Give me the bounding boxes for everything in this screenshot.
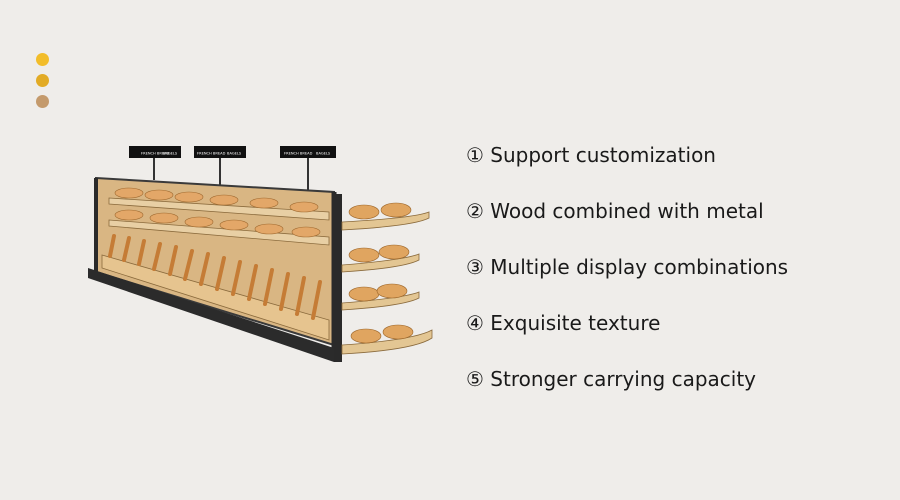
sign-text: FRENCH BREAD (141, 152, 170, 156)
yellow-dot (36, 53, 49, 66)
sign-text: BAGELS (163, 152, 178, 156)
feature-list: ① Support customization ② Wood combined … (466, 140, 788, 420)
end-cap (334, 194, 433, 362)
feature-item: ④ Exquisite texture (466, 311, 661, 335)
sign-text: BAGELS (316, 152, 331, 156)
hanging-signs: FRENCH BREAD BAGELS FRENCH BREAD BAGELS … (129, 146, 336, 190)
bread-row-middle (114, 209, 321, 238)
middle-shelf (108, 219, 330, 246)
sign-text: BAGELS (227, 152, 242, 156)
sign-text: FRENCH BREAD (197, 152, 226, 156)
tan-dot (36, 95, 49, 108)
baguettes (108, 234, 322, 320)
feature-item: ② Wood combined with metal (466, 199, 764, 223)
sign-board (280, 146, 336, 158)
sign-board (194, 146, 246, 158)
sign-text: FRENCH BREAD (284, 152, 313, 156)
baguette-bin (101, 254, 330, 341)
base-kickplate (88, 268, 334, 362)
sign-board (129, 146, 181, 158)
amber-dot (36, 74, 49, 87)
feature-item: ③ Multiple display combinations (466, 255, 789, 279)
decorative-dots (36, 53, 49, 116)
bread-display-shelf-image: FRENCH BREAD BAGELS FRENCH BREAD BAGELS … (88, 146, 433, 362)
feature-item: ⑤ Stronger carrying capacity (466, 367, 756, 391)
bread-row-top (114, 187, 319, 213)
feature-item: ① Support customization (466, 143, 716, 167)
